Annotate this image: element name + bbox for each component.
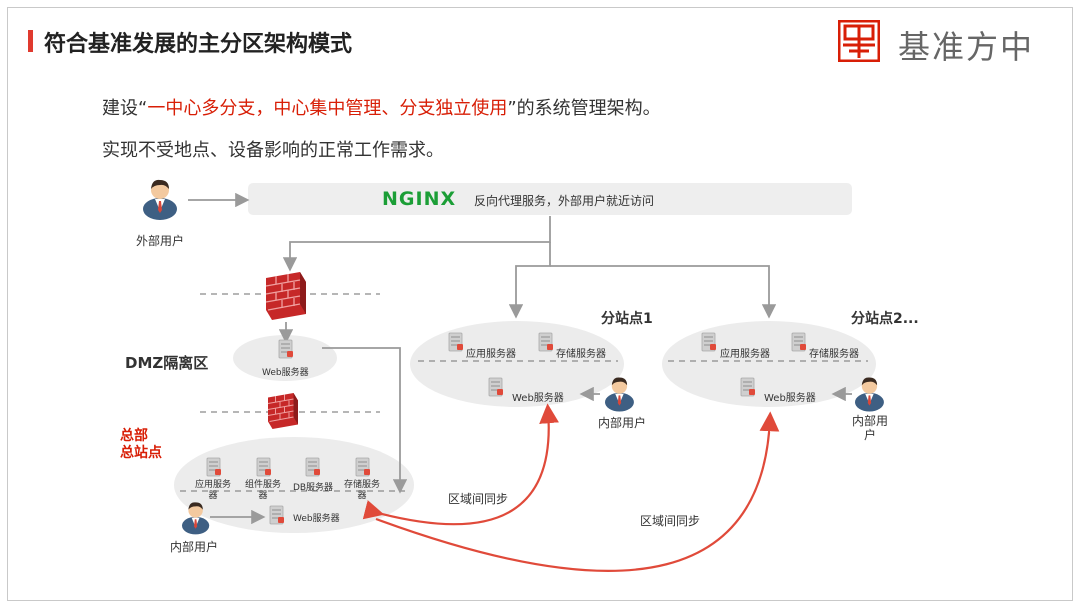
branch1-zone-ellipse <box>410 321 624 407</box>
branch2-app-server-label: 应用服务器 <box>720 349 770 360</box>
outer-firewall-icon <box>265 271 307 321</box>
branch1-internal-user-label: 内部用户 <box>598 416 647 430</box>
hq-storage-server-icon <box>355 457 371 477</box>
hq-label-line2: 总站点 <box>120 445 162 461</box>
branch1-storage-server-icon <box>538 332 554 352</box>
intro-highlight: 一中心多分支，中心集中管理、分支独立使用 <box>147 98 508 119</box>
nginx-proxy-bar <box>248 183 852 215</box>
branch1-web-server-icon <box>488 377 504 397</box>
hq-label-line1: 总部 <box>120 428 148 444</box>
nginx-logo: NGINX <box>382 188 457 210</box>
external-user-icon <box>143 179 177 220</box>
branch1-title: 分站点1 <box>601 311 653 327</box>
hq-component-server-icon <box>256 457 272 477</box>
branch1-web-server-label: Web服务器 <box>512 393 564 404</box>
nginx-description: 反向代理服务，外部用户就近访问 <box>474 194 655 208</box>
title-accent-bar <box>28 30 33 52</box>
branch2-title: 分站点2... <box>851 311 919 327</box>
branch2-zone-ellipse <box>662 321 876 407</box>
external-user-label: 外部用户 <box>136 234 185 248</box>
hq-zone-ellipse <box>174 437 414 533</box>
branch1-storage-server-label: 存储服务器 <box>556 349 606 360</box>
page-title: 符合基准发展的主分区架构模式 <box>44 32 353 57</box>
dmz-label: DMZ隔离区 <box>125 354 209 372</box>
branch1-app-server-label: 应用服务器 <box>466 349 516 360</box>
branch2-app-server-icon <box>701 332 717 352</box>
branch1-app-server-icon <box>448 332 464 352</box>
branch2-web-server-label: Web服务器 <box>764 393 816 404</box>
intro-line-2: 实现不受地点、设备影响的正常工作需求。 <box>102 140 444 161</box>
dmz-web-server-label: Web服务器 <box>262 368 309 378</box>
inner-firewall-icon <box>267 392 299 430</box>
hq-db-server-label: DB服务器 <box>292 483 334 493</box>
company-logo-text: 基准方中 <box>898 28 1035 66</box>
branch2-storage-server-icon <box>791 332 807 352</box>
hq-component-server-label: 组件服务器 <box>244 480 281 501</box>
hq-app-server-label: 应用服务器 <box>194 480 231 501</box>
branch2-storage-server-label: 存储服务器 <box>809 349 859 360</box>
company-logo-icon <box>838 20 880 62</box>
dmz-web-server-icon <box>278 339 294 359</box>
sync-label-2: 区域间同步 <box>640 514 701 528</box>
hq-web-server-label: Web服务器 <box>293 514 340 524</box>
hq-storage-server-label: 存储服务器 <box>343 480 380 501</box>
intro-suffix: ”的系统管理架构。 <box>507 98 661 119</box>
hq-app-server-icon <box>206 457 222 477</box>
hq-db-server-icon <box>305 457 321 477</box>
branch2-internal-user-label: 内部用户 <box>852 414 889 442</box>
intro-prefix: 建设“ <box>102 98 148 119</box>
branch2-web-server-icon <box>740 377 756 397</box>
hq-web-server-icon <box>269 505 285 525</box>
intro-line-1: 建设“一中心多分支，中心集中管理、分支独立使用”的系统管理架构。 <box>102 94 661 120</box>
sync-label-1: 区域间同步 <box>448 492 509 506</box>
hq-internal-user-label: 内部用户 <box>170 540 219 554</box>
hq-label: 总部总站点 <box>120 428 162 462</box>
